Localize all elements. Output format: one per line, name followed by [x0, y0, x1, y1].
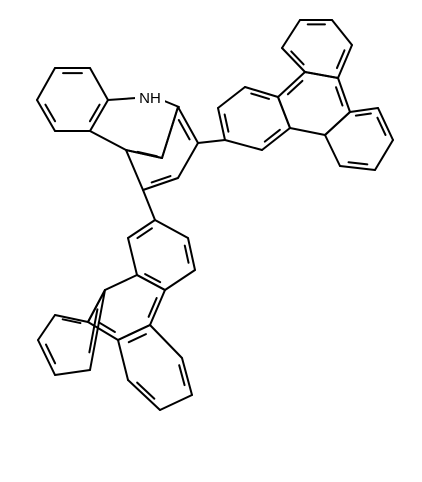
top-triphenylene-ring-b-bond	[289, 127, 326, 136]
top-triphenylene-ring-d-double-bond	[347, 161, 369, 166]
bottom-triphenylene-ring-d-bond	[181, 357, 193, 396]
carbazole-left-benzene-ring-double-bond	[44, 103, 57, 123]
label-background	[135, 87, 165, 107]
top-triphenylene-ring-d-bond	[349, 107, 379, 113]
bottom-triphenylene-ring-b-bond	[104, 274, 138, 291]
top-triphenylene-ring-c-double-bond	[335, 49, 346, 70]
carbazole-left-benzene-ring-bond	[89, 99, 109, 132]
bottom-triphenylene-ring-c-bond	[54, 369, 91, 376]
aryl-linkage-bond	[142, 189, 156, 221]
top-triphenylene-ring-c-double-bond	[290, 50, 305, 66]
top-triphenylene-ring-b-bond	[277, 96, 291, 129]
carbazole-right-benzene-ring-bond	[177, 106, 199, 144]
bottom-triphenylene-ring-c-bond	[89, 289, 106, 371]
carbazole-right-benzene-ring-bond	[177, 142, 199, 179]
carbazole-right-benzene-ring-double-bond	[177, 119, 191, 141]
bottom-triphenylene-ring-d-double-bond	[136, 381, 156, 400]
top-triphenylene-ring-c-bond	[281, 47, 306, 73]
top-triphenylene-ring-a-double-bond	[223, 113, 230, 133]
bottom-triphenylene-ring-d-bond	[117, 324, 151, 341]
bottom-triphenylene-ring-a-bond	[164, 269, 196, 291]
carbazole-left-benzene-ring-bond	[36, 67, 56, 101]
bottom-triphenylene-ring-a-bond	[187, 237, 196, 271]
bottom-triphenylene-ring-d-double-bond	[178, 364, 186, 387]
top-triphenylene-ring-d-double-bond	[376, 116, 387, 136]
bottom-triphenylene-ring-d-bond	[159, 394, 193, 411]
carbazole-left-benzene-ring-bond	[89, 67, 109, 101]
top-triphenylene-ring-c-bond	[331, 19, 353, 46]
bottom-triphenylene-ring-a-bond	[154, 219, 189, 239]
carbazole-pyrrole-bond	[107, 97, 137, 101]
bottom-triphenylene-ring-a-double-bond	[144, 273, 162, 284]
bottom-triphenylene-ring-d-bond	[149, 324, 183, 359]
nh-atom-label: NH	[139, 90, 161, 107]
top-triphenylene-ring-a-double-bond	[263, 128, 281, 143]
top-triphenylene-ring-b-bond	[337, 77, 351, 113]
top-triphenylene-ring-a-bond	[261, 127, 291, 151]
bottom-triphenylene-ring-c-bond	[37, 314, 56, 341]
carbazole-pyrrole-bond	[89, 130, 127, 151]
bottom-triphenylene-ring-c-bond	[54, 314, 89, 323]
bottom-triphenylene-ring-c-bond	[87, 289, 106, 323]
bottom-triphenylene-ring-b-bond	[149, 289, 166, 326]
bottom-triphenylene-ring-c-double-bond	[88, 308, 99, 354]
bottom-triphenylene-ring-c-double-bond	[44, 343, 57, 365]
top-triphenylene-ring-d-bond	[324, 111, 351, 136]
carbazole-right-benzene-ring-bond	[125, 149, 144, 191]
top-triphenylene-ring-a-bond	[244, 86, 279, 98]
carbazole-right-benzene-ring-bond	[161, 106, 179, 159]
bottom-triphenylene-ring-d-double-bond	[127, 333, 147, 344]
top-triphenylene-ring-a-bond	[224, 139, 263, 151]
bottom-triphenylene-ring-a-double-bond	[136, 227, 153, 240]
carbazole-right-benzene-ring-bond	[142, 177, 179, 191]
bottom-triphenylene-ring-a-double-bond	[183, 244, 190, 264]
bottom-triphenylene-ring-b-double-bond	[97, 321, 116, 333]
top-triphenylene-ring-c-bond	[304, 71, 339, 79]
carbazole-right-benzene-ring-double-bond	[150, 175, 172, 184]
bottom-triphenylene-ring-c-double-bond	[61, 318, 82, 325]
carbazole-left-benzene-ring-double-bond	[88, 103, 101, 123]
top-triphenylene-ring-b-bond	[277, 71, 306, 98]
bottom-triphenylene-ring-d-bond	[117, 339, 129, 381]
top-triphenylene-ring-c-bond	[281, 19, 301, 49]
atom-labels: NH	[135, 87, 165, 107]
top-triphenylene-ring-d-double-bond	[354, 112, 372, 117]
top-triphenylene-ring-a-bond	[217, 107, 226, 141]
top-triphenylene-ring-b-double-bond	[335, 86, 344, 107]
top-triphenylene-ring-d-bond	[374, 139, 394, 171]
carbazole-left-benzene-ring-bond	[36, 99, 56, 132]
top-triphenylene-ring-c-bond	[337, 44, 353, 79]
top-triphenylene-ring-d-bond	[339, 165, 376, 171]
bottom-triphenylene-ring-b-bond	[136, 274, 166, 291]
top-triphenylene-ring-d-bond	[324, 134, 341, 167]
bottom-triphenylene-ring-a-bond	[127, 219, 156, 239]
bond-lines	[36, 19, 394, 411]
top-triphenylene-ring-a-double-bond	[250, 92, 271, 100]
bottom-triphenylene-ring-b-bond	[87, 321, 119, 341]
bottom-triphenylene-ring-b-double-bond	[147, 297, 158, 318]
top-triphenylene-ring-d-bond	[377, 107, 394, 141]
aryl-linkage-bond	[197, 139, 226, 144]
top-triphenylene-ring-a-bond	[217, 86, 246, 109]
carbazole-right-benzene-ring-double-bond	[136, 150, 158, 158]
top-triphenylene-ring-b-double-bond	[286, 79, 304, 96]
bottom-triphenylene-ring-d-bond	[127, 379, 161, 411]
bottom-triphenylene-ring-a-bond	[127, 237, 138, 276]
bottom-triphenylene-ring-c-bond	[37, 339, 56, 376]
